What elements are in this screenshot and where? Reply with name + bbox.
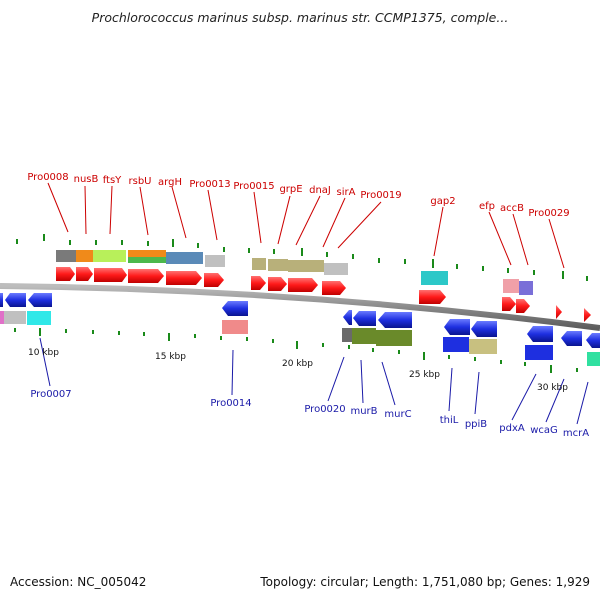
forward-leader-lines: [47, 182, 565, 269]
gene-label-forward: sirA: [337, 187, 356, 198]
gene-label-forward: accB: [500, 203, 524, 214]
genome-backbone: [0, 283, 600, 331]
gene-label-forward: grpE: [279, 184, 302, 195]
gene-label-reverse: murB: [350, 406, 377, 417]
reverse-feature-bands: [0, 311, 600, 366]
gene-label-forward: Pro0029: [528, 208, 569, 219]
tick-marks: [14, 234, 588, 373]
gene-label-reverse: Pro0020: [304, 404, 345, 415]
reverse-leader-lines: [39, 337, 589, 425]
gene-label-reverse: ppiB: [465, 419, 487, 430]
scale-label: 15 kbp: [155, 352, 186, 362]
gene-label-forward: efp: [479, 201, 495, 212]
gene-label-reverse: murC: [384, 409, 411, 420]
forward-cds-arrows: [56, 267, 591, 322]
reverse-cds-arrows: [0, 293, 600, 348]
accession-info: Accession: NC_005042: [10, 575, 147, 589]
gene-label-forward: nusB: [74, 174, 99, 185]
gene-label-reverse: Pro0007: [30, 389, 71, 400]
gene-label-forward: ftsY: [103, 175, 122, 186]
gene-label-forward: gap2: [430, 196, 455, 207]
scale-label: 30 kbp: [537, 383, 568, 393]
forward-gene-labels: Pro0008 nusB ftsY rsbU argH Pro0013 Pro0…: [27, 172, 569, 219]
gene-label-forward: Pro0008: [27, 172, 68, 183]
gene-label-reverse: Pro0014: [210, 398, 251, 409]
gene-label-reverse: wcaG: [530, 425, 558, 436]
topology-info: Topology: circular; Length: 1,751,080 bp…: [260, 575, 590, 589]
gene-label-forward: Pro0013: [189, 179, 230, 190]
gene-label-reverse: mcrA: [563, 428, 589, 439]
gene-label-forward: rsbU: [129, 176, 152, 187]
gene-label-forward: Pro0019: [360, 190, 401, 201]
scale-label: 25 kbp: [409, 370, 440, 380]
gene-label-forward: dnaJ: [309, 185, 331, 196]
gene-label-forward: argH: [158, 177, 182, 188]
map-title: Prochlorococcus marinus subsp. marinus s…: [91, 10, 509, 25]
reverse-gene-labels: Pro0007 Pro0014 Pro0020 murB murC thiL p…: [30, 389, 589, 439]
gene-label-forward: Pro0015: [233, 181, 274, 192]
gene-label-reverse: pdxA: [499, 423, 525, 434]
forward-feature-bands: [56, 250, 533, 295]
gene-label-reverse: thiL: [440, 415, 459, 426]
scale-label: 10 kbp: [28, 348, 59, 358]
scale-label: 20 kbp: [282, 359, 313, 369]
scale-labels: 10 kbp 15 kbp 20 kbp 25 kbp 30 kbp: [28, 348, 568, 393]
